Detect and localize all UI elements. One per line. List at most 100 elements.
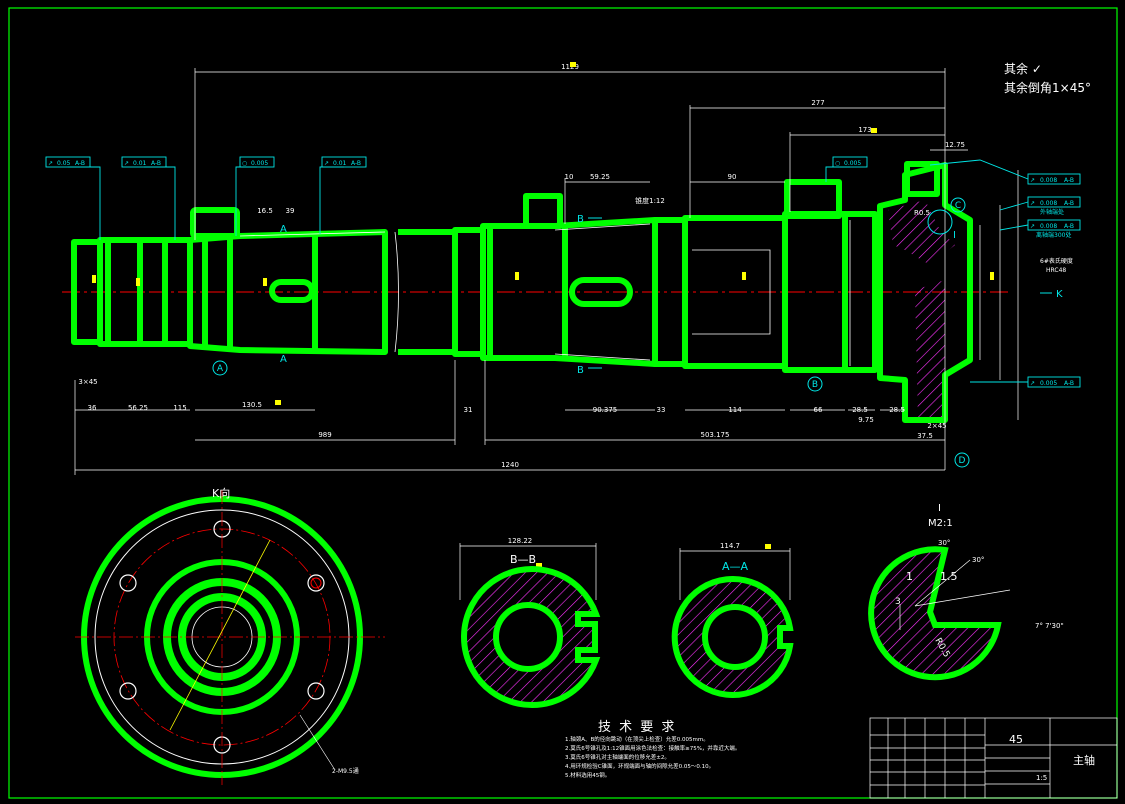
tech-req-item: 5.材料选用45钢。 — [565, 773, 611, 779]
dim-90-375: 90.375 — [593, 406, 618, 414]
dim-28-5a: 28.5 — [852, 406, 868, 414]
dim-16-5: 16.5 — [257, 207, 273, 215]
dim-989: 989 — [318, 431, 331, 439]
dim-56-25: 56.25 — [128, 404, 148, 412]
title-part-name: 主轴 — [1073, 753, 1095, 767]
dim-130-5: 130.5 — [242, 401, 262, 409]
svg-text:A-B: A-B — [1064, 223, 1074, 230]
detail-30a: 30° — [938, 539, 950, 547]
svg-text:0.05: 0.05 — [57, 160, 71, 167]
detail-marker-i: I — [953, 230, 956, 241]
side-note-1: 外轴端处 — [1040, 208, 1064, 216]
svg-text:○: ○ — [242, 160, 247, 167]
detail-title: I — [938, 503, 941, 514]
svg-text:○: ○ — [835, 160, 840, 167]
dim-36: 36 — [88, 404, 97, 412]
svg-text:↗: ↗ — [124, 160, 129, 167]
svg-text:0.005: 0.005 — [844, 160, 861, 167]
section-arrow-k: K — [1056, 289, 1063, 300]
datum-b: B — [812, 380, 818, 390]
k-view-title: K向 — [212, 486, 230, 500]
dim-173: 173 — [858, 126, 871, 134]
dim-66: 66 — [814, 406, 823, 414]
svg-text:0.005: 0.005 — [1040, 380, 1057, 387]
spindle-nose-hatch — [888, 200, 955, 265]
dim-r05: R0.5 — [914, 209, 930, 217]
k-view: K向 2-M9.5通 — [75, 486, 385, 785]
datum-d: D — [959, 456, 966, 466]
dim-503: 503.175 — [701, 431, 730, 439]
svg-text:0.008: 0.008 — [1040, 223, 1057, 230]
roughness-icon: ✓ — [1031, 62, 1042, 76]
dim-9-75: 9.75 — [858, 416, 874, 424]
drawing-border — [8, 7, 1118, 799]
svg-text:↗: ↗ — [1030, 380, 1035, 387]
section-arrow-a-top: A — [280, 224, 287, 235]
datum-c: C — [955, 201, 961, 211]
dim-90: 90 — [728, 173, 737, 181]
dim-28-5b: 28.5 — [889, 406, 905, 414]
aa-title: A—A — [722, 560, 749, 573]
dim-1240: 1240 — [501, 461, 519, 469]
detail-scale: M2:1 — [928, 518, 953, 529]
svg-text:A-B: A-B — [151, 160, 161, 167]
detail-30b: 30° — [972, 556, 984, 564]
note-other-surface-text: 其余 — [1004, 62, 1029, 76]
detail-dim-1: 1 — [906, 570, 913, 583]
tech-req-item: 1.轴颈A、B的径向跳动（在顶尖上检查）允差0.005mm。 — [565, 737, 709, 743]
note-other-surface: 其余 ✓ — [1004, 60, 1042, 77]
svg-text:↗: ↗ — [1030, 200, 1035, 207]
tech-req-item: 3.莫氏6号锥孔对主轴端面的位移允差±2。 — [565, 755, 670, 761]
hrc-note: HRC48 — [1046, 267, 1066, 274]
svg-text:0.005: 0.005 — [251, 160, 268, 167]
tech-req-item: 2.莫氏6号锥孔及1:12锥面用涂色法检查：接触率≥75%，并靠近大端。 — [565, 746, 741, 752]
bb-width: 128.22 — [508, 537, 533, 545]
section-arrow-b-bottom: B — [577, 365, 584, 376]
title-block — [869, 717, 1118, 799]
dim-39: 39 — [286, 207, 295, 215]
detail-dim-1-5: 1.5 — [940, 570, 958, 583]
detail-i: I M2:1 1 1.5 3 R0.5 7° 7'30" 30° 30° — [868, 503, 1064, 681]
svg-text:↗: ↗ — [324, 160, 329, 167]
aa-width: 114.7 — [720, 542, 740, 550]
section-arrow-b-top: B — [577, 214, 584, 225]
note-chamfer: 其余倒角1×45° — [1004, 81, 1091, 95]
dim-59-25: 59.25 — [590, 173, 610, 181]
dim-chamfer-2: 2×45 — [927, 422, 946, 430]
dim-10: 10 — [565, 173, 574, 181]
dim-31: 31 — [464, 406, 473, 414]
detail-angle: 7° 7'30" — [1035, 622, 1064, 630]
svg-text:0.008: 0.008 — [1040, 177, 1057, 184]
title-scale: 1:5 — [1036, 774, 1047, 782]
section-arrow-a-bottom: A — [280, 354, 287, 365]
k-view-holes-note: 2-M9.5通 — [332, 767, 359, 775]
svg-text:↗: ↗ — [1030, 177, 1035, 184]
section-bb: 128.22 B—B — [459, 537, 601, 708]
svg-text:0.01: 0.01 — [333, 160, 347, 167]
svg-text:A-B: A-B — [351, 160, 361, 167]
hardness-note: 6#表氏硬度 — [1040, 257, 1073, 265]
svg-text:A-B: A-B — [1064, 380, 1074, 387]
svg-text:A-B: A-B — [1064, 177, 1074, 184]
svg-text:A-B: A-B — [75, 160, 85, 167]
dim-277: 277 — [811, 99, 824, 107]
tech-req-list: 1.轴颈A、B的径向跳动（在顶尖上检查）允差0.005mm。 2.莫氏6号锥孔及… — [565, 736, 865, 781]
svg-text:A-B: A-B — [1064, 200, 1074, 207]
svg-text:0.01: 0.01 — [133, 160, 147, 167]
dim-12-75: 12.75 — [945, 141, 965, 149]
dim-37-5: 37.5 — [917, 432, 933, 440]
dim-33: 33 — [657, 406, 666, 414]
tech-req-title: 技 术 要 求 — [598, 720, 677, 735]
main-shaft-view: A B C D — [45, 62, 1081, 568]
dim-114: 114 — [728, 406, 742, 414]
datum-a: A — [217, 364, 224, 374]
side-note-2: 离轴端300处 — [1036, 231, 1071, 239]
bb-title: B—B — [510, 553, 536, 566]
dim-taper: 锥度1:12 — [635, 196, 665, 205]
title-material: 45 — [1009, 733, 1023, 746]
detail-dim-3: 3 — [895, 597, 901, 607]
dim-115: 115 — [173, 404, 186, 412]
tech-req-item: 4.用环规检验C锥面，环规端面与轴的间隙允差0.05～0.10。 — [565, 764, 715, 770]
